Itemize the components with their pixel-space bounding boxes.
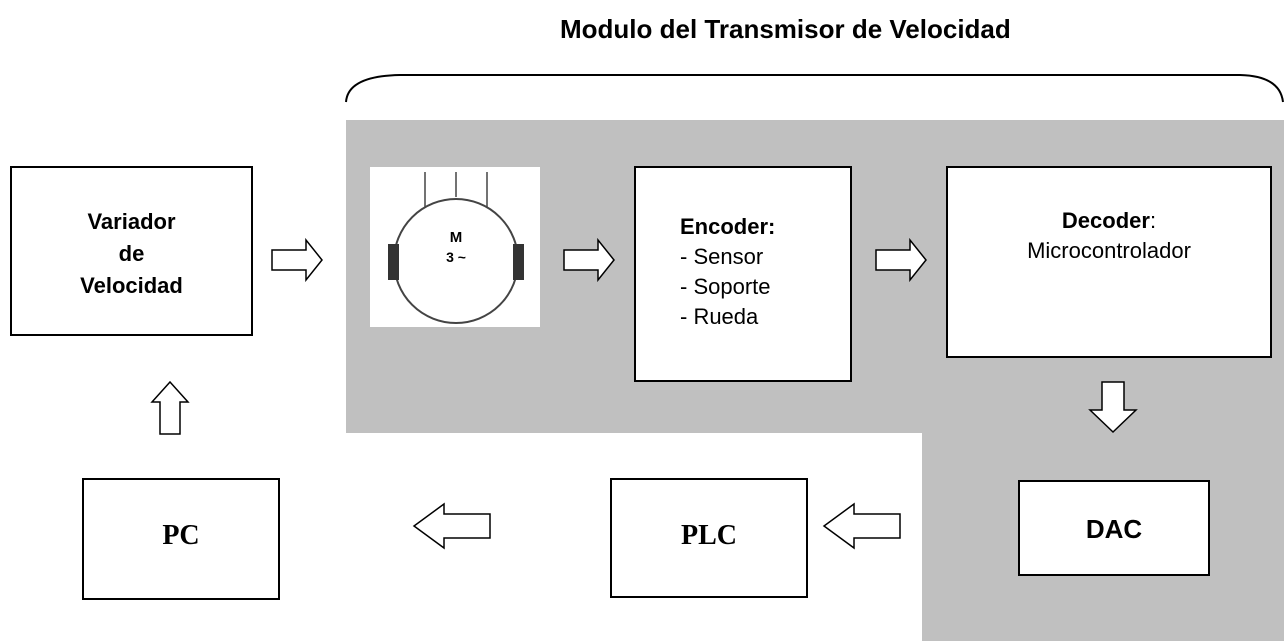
diagram-title: Modulo del Transmisor de Velocidad (560, 14, 1011, 44)
plc-box: PLC (610, 478, 808, 598)
arrow-plc-to-pc (412, 502, 491, 550)
motor-symbol: M 3 ~ (370, 167, 540, 327)
variador-line-2: de (118, 241, 145, 266)
arrow-decoder-to-dac (1088, 381, 1138, 434)
module-brace (345, 74, 1284, 103)
motor-letter: M (449, 229, 463, 246)
decoder-box: Decoder: Microcontrolador (946, 166, 1272, 358)
decoder-colon: : (1149, 208, 1157, 233)
variador-box: Variador de Velocidad (10, 166, 253, 336)
arrow-pc-to-variador (150, 380, 190, 435)
dac-box: DAC (1018, 480, 1210, 576)
dac-label: DAC (1085, 514, 1143, 544)
arrow-motor-to-encoder (563, 237, 615, 283)
decoder-subtitle: Microcontrolador (1027, 238, 1191, 263)
arrow-variador-to-motor (271, 237, 323, 283)
motor-icon (388, 172, 524, 324)
pc-label: PC (162, 520, 200, 551)
motor-phase: 3 ~ (446, 249, 466, 265)
arrow-dac-to-plc (822, 502, 901, 550)
variador-line-3: Velocidad (80, 273, 183, 298)
encoder-item-soporte: - Soporte (680, 274, 771, 299)
variador-line-1: Variador (87, 209, 176, 234)
encoder-box: Encoder: - Sensor - Soporte - Rueda (634, 166, 852, 382)
pc-box: PC (82, 478, 280, 600)
arrow-encoder-to-decoder (875, 237, 927, 283)
encoder-item-rueda: - Rueda (680, 304, 759, 329)
decoder-heading: Decoder (1061, 208, 1150, 233)
encoder-heading: Encoder: (680, 214, 776, 239)
encoder-item-sensor: - Sensor (680, 244, 764, 269)
plc-label: PLC (681, 520, 737, 551)
